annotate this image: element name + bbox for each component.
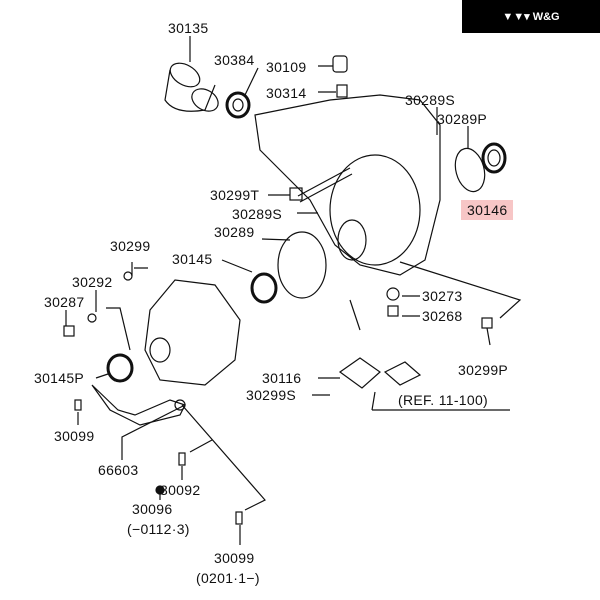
gasket-30116 [338, 357, 381, 389]
part-label: 30289P [437, 111, 488, 127]
part-label: 30135 [168, 20, 209, 36]
reference-label: (REF. 11-100) [398, 392, 489, 408]
part-label: 30268 [422, 308, 463, 324]
logo-mark-icon: ▼▼▾ [502, 11, 533, 23]
part-label: 30289 [214, 224, 255, 240]
plug-30314 [336, 84, 348, 98]
date-range-label: (0201·1−) [196, 570, 260, 586]
bracket-66603 [91, 384, 186, 426]
part-label: 30145 [172, 251, 213, 267]
part-label: 30299P [458, 362, 509, 378]
part-label: 30289S [405, 92, 456, 108]
bolt-30299T [289, 167, 353, 203]
part-label: 30109 [266, 59, 307, 75]
part-label: 30299T [210, 187, 260, 203]
cap-30109 [332, 55, 348, 73]
part-label: 30116 [262, 370, 302, 386]
part-label: 30287 [44, 294, 85, 310]
highlighted-part-label: 30146 [461, 200, 514, 220]
extension-housing [144, 279, 241, 386]
part-label: 30299S [246, 387, 297, 403]
part-label: 30096 [132, 501, 173, 517]
sleeve-30135 [164, 62, 219, 112]
part-label: 30299 [110, 238, 151, 254]
part-label: 66603 [98, 462, 139, 478]
part-label: 30099 [214, 550, 255, 566]
date-range-label: (−0112·3) [127, 521, 190, 537]
part-label: 30145P [34, 370, 85, 386]
part-label: 30289S [232, 206, 283, 222]
part-label: 30273 [422, 288, 463, 304]
part-label: 30292 [72, 274, 113, 290]
logo-text: W&G [532, 10, 560, 23]
part-label: 30314 [266, 85, 307, 101]
seal-30145P [106, 353, 134, 383]
seal-30146 [481, 142, 507, 174]
part-label: 30099 [54, 428, 95, 444]
brand-logo: ▼▼▾ W&G [462, 0, 600, 33]
seal-30145 [250, 272, 278, 304]
transfer-case [254, 94, 441, 276]
seal-30384 [225, 91, 251, 119]
o-ring-30289 [277, 231, 327, 299]
part-label: 30092 [160, 482, 201, 498]
part-label: 30384 [214, 52, 255, 68]
